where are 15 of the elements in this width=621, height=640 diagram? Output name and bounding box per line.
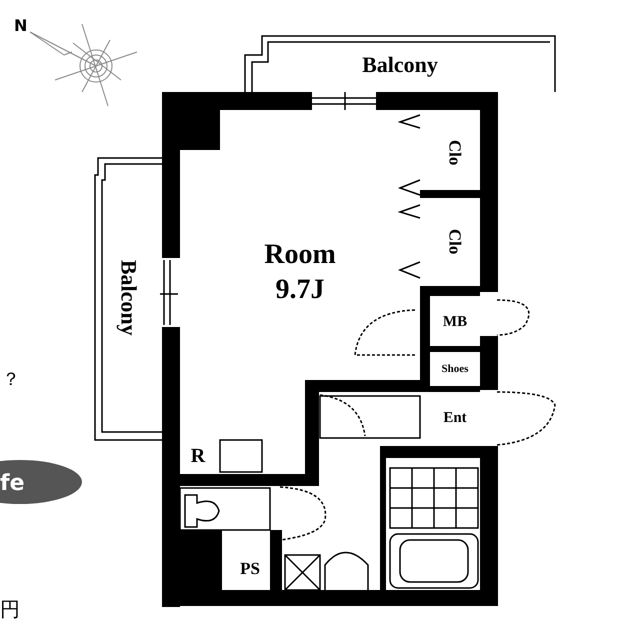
room-label: Shoes — [442, 363, 468, 377]
room-label: Ent — [443, 408, 467, 428]
room-label: R — [190, 444, 206, 468]
room-label: Room — [264, 238, 336, 272]
cropped-text: ？ — [2, 368, 20, 392]
room-label: PS — [240, 558, 260, 580]
cropped-text: fe — [0, 470, 24, 498]
room-label: Clo — [444, 229, 466, 255]
north-label: N — [14, 15, 28, 37]
room-label: Balcony — [362, 51, 438, 79]
room-label: MB — [442, 312, 468, 332]
cropped-text: 円 — [0, 596, 20, 623]
room-label: Balcony — [116, 260, 143, 336]
room-label: Clo — [444, 140, 466, 166]
room-label: 9.7J — [276, 273, 324, 307]
